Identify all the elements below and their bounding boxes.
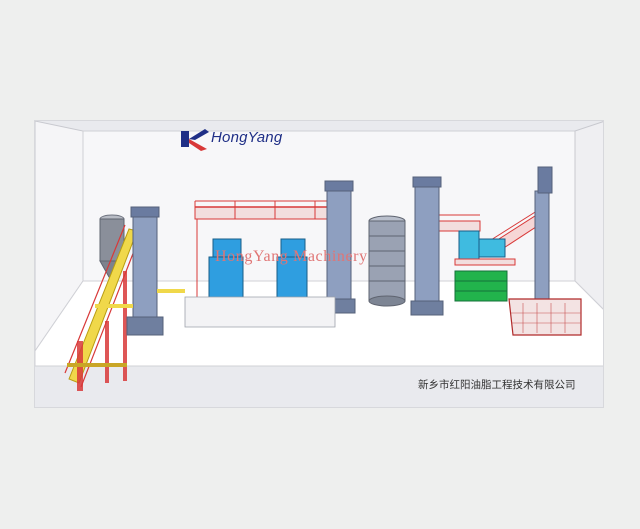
company-name: 新乡市红阳油脂工程技术有限公司 xyxy=(418,379,576,391)
right-wall xyxy=(574,121,603,310)
vertical-cooker xyxy=(368,215,406,307)
plant-layout-drawing xyxy=(35,121,603,391)
bucket-elevator-1 xyxy=(126,206,164,336)
bucket-elevator-2 xyxy=(322,180,356,314)
hongyang-k-logo-icon xyxy=(181,129,209,151)
watermark-text: HongYang Machinery xyxy=(215,248,368,265)
diagram-frame: HongYang HongYang Machinery 新乡市红阳油脂工程技术有… xyxy=(34,120,604,408)
storage-tank xyxy=(99,214,125,278)
receiving-hopper xyxy=(508,298,582,336)
brand-name: HongYang xyxy=(211,129,283,146)
oil-press xyxy=(454,230,516,302)
bucket-elevator-4 xyxy=(534,166,553,302)
flaker-platform xyxy=(184,296,336,328)
bucket-elevator-3 xyxy=(410,176,444,316)
upper-walkway xyxy=(194,200,481,311)
